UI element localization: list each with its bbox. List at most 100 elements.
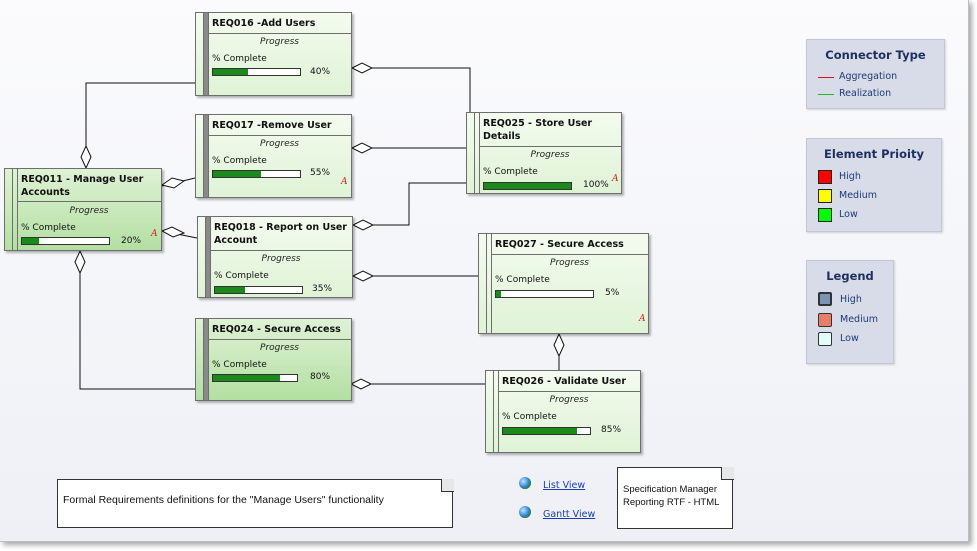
complete-label: % Complete: [21, 223, 76, 233]
status-marker: A: [639, 314, 646, 324]
aggregation-diamond: [80, 144, 92, 170]
aggregation-diamond: [160, 177, 186, 189]
aggregation-diamond: [349, 378, 373, 390]
connector-req025-req018[interactable]: [353, 182, 466, 226]
specification-manager-note[interactable]: Specification Manager Reporting RTF - HT…: [617, 467, 733, 529]
aggregation-diamond: [350, 142, 374, 154]
connector-req016-req011[interactable]: [85, 82, 195, 168]
priority-high-label: High: [839, 171, 861, 182]
aggregation-diamond: [351, 219, 375, 231]
progress-fill: [213, 69, 248, 75]
percent-value: 40%: [310, 67, 331, 77]
status-marker: A: [151, 229, 158, 239]
node-divider: [479, 146, 621, 147]
percent-value: 55%: [310, 168, 331, 178]
list-view-link[interactable]: List View: [543, 480, 586, 491]
node-divider: [17, 201, 161, 202]
spec-note-fold: [721, 467, 734, 480]
progress-label: Progress: [550, 258, 589, 268]
legend-low-label: Low: [840, 333, 859, 344]
progress-label: Progress: [69, 206, 109, 216]
progress-fill: [484, 183, 571, 189]
legend-medium-swatch: [818, 313, 832, 327]
element-priority-legend: Element Prioity High Medium Low: [806, 138, 942, 232]
progress-label: Progress: [261, 254, 301, 264]
legend-low-swatch: [818, 332, 832, 346]
requirement-req026[interactable]: REQ026 - Validate User Progress % Comple…: [485, 370, 641, 453]
progress-label: Progress: [549, 395, 589, 405]
node-divider: [210, 250, 352, 251]
priority-low-label: Low: [839, 209, 858, 220]
complete-label: % Complete: [212, 360, 267, 370]
progress-bar: [212, 68, 301, 76]
spec-note-line2: Reporting RTF - HTML: [623, 497, 720, 508]
complete-label: % Complete: [214, 271, 269, 281]
percent-value: 20%: [121, 236, 142, 246]
progress-bar: [212, 374, 298, 382]
diagram-canvas: REQ016 -Add Users Progress % Complete 40…: [0, 0, 969, 542]
progress-label: Progress: [260, 37, 299, 47]
status-marker: A: [341, 177, 348, 187]
complete-label: % Complete: [483, 167, 538, 177]
progress-label: Progress: [260, 343, 299, 353]
progress-bar: [21, 237, 110, 245]
progress-bar: [495, 290, 594, 298]
progress-fill: [213, 375, 281, 381]
priority-low-swatch: [818, 208, 832, 222]
connector-type-legend: Connector Type Aggregation Realization: [806, 39, 945, 109]
progress-fill: [215, 287, 246, 293]
aggregation-diamond: [553, 332, 565, 358]
aggregation-diamond: [351, 270, 375, 282]
node-title: REQ024 - Secure Access: [212, 324, 341, 335]
progress-bar: [214, 286, 303, 294]
globe-icon[interactable]: [519, 477, 531, 489]
progress-fill: [213, 171, 261, 177]
priority-medium-label: Medium: [839, 190, 877, 201]
note-fold: [441, 479, 454, 492]
requirement-req011[interactable]: REQ011 - Manage User Accounts Progress %…: [4, 168, 162, 251]
node-divider: [491, 254, 648, 255]
spec-note-line1: Specification Manager: [623, 484, 717, 495]
aggregation-diamond: [160, 226, 186, 238]
node-divider: [498, 391, 640, 392]
node-title: REQ016 -Add Users: [212, 18, 316, 29]
complete-label: % Complete: [495, 275, 550, 285]
connector-req024-req011[interactable]: [79, 251, 195, 390]
aggregation-label: Aggregation: [839, 71, 898, 82]
aggregation-diamond: [74, 249, 86, 275]
connector-layer: [74, 62, 565, 390]
node-divider: [208, 135, 351, 136]
realization-label: Realization: [839, 88, 892, 99]
globe-icon[interactable]: [519, 506, 531, 518]
requirement-req024[interactable]: REQ024 - Secure Access Progress % Comple…: [195, 318, 352, 401]
progress-bar: [483, 182, 572, 190]
node-title: REQ018 - Report on User Account: [214, 222, 347, 246]
connector-req025-req016[interactable]: [352, 67, 471, 112]
node-title: REQ011 - Manage User Accounts: [21, 174, 144, 198]
percent-value: 100%: [583, 180, 609, 190]
requirement-req017[interactable]: REQ017 -Remove User Progress % Complete …: [195, 114, 352, 198]
legend-high-swatch: [818, 292, 832, 306]
aggregation-swatch: [818, 77, 834, 78]
node-title: REQ017 -Remove User: [212, 120, 332, 131]
requirement-req025[interactable]: REQ025 - Store User Details Progress % C…: [466, 112, 622, 194]
requirement-req027[interactable]: REQ027 - Secure Access Progress % Comple…: [478, 233, 649, 334]
legend-title: Legend: [826, 269, 874, 283]
legend-medium-label: Medium: [840, 314, 878, 325]
formal-requirements-note[interactable]: Formal Requirements definitions for the …: [57, 479, 453, 528]
progress-bar: [502, 427, 591, 435]
requirement-req016[interactable]: REQ016 -Add Users Progress % Complete 40…: [195, 12, 352, 96]
node-title: REQ027 - Secure Access: [495, 239, 624, 250]
progress-fill: [496, 291, 501, 297]
gantt-view-link[interactable]: Gantt View: [543, 509, 596, 520]
legend-panel: Legend High Medium Low: [806, 260, 894, 364]
node-title: REQ026 - Validate User: [502, 376, 627, 387]
node-title: REQ025 - Store User Details: [483, 118, 593, 142]
percent-value: 35%: [312, 284, 333, 294]
complete-label: % Complete: [212, 54, 267, 64]
progress-fill: [22, 238, 40, 244]
progress-label: Progress: [530, 150, 570, 160]
connector-legend-title: Connector Type: [825, 48, 926, 62]
complete-label: % Complete: [502, 412, 557, 422]
requirement-req018[interactable]: REQ018 - Report on User Account Progress…: [197, 216, 353, 298]
